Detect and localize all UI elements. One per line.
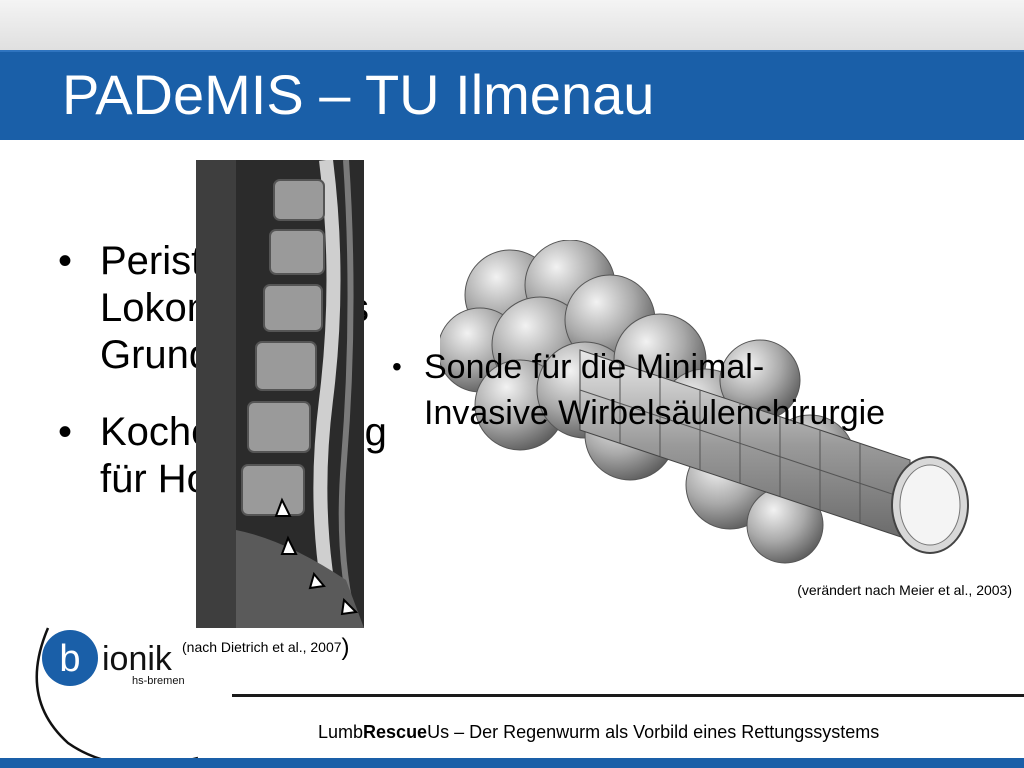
right-bullet: • Sonde für die Minimal- Invasive Wirbel… xyxy=(392,344,885,436)
top-gradient-band xyxy=(0,0,1024,50)
bullet-line: Invasive Wirbelsäulenchirurgie xyxy=(424,394,886,432)
caption-mri-paren: ) xyxy=(341,634,350,661)
title-bar xyxy=(0,50,1024,140)
bullet-marker: • xyxy=(392,351,402,382)
footer-text: LumbRescueUs – Der Regenwurm als Vorbild… xyxy=(318,722,879,743)
footer-part1: Lumb xyxy=(318,722,364,742)
caption-mri-text: (nach Dietrich et al., 2007 xyxy=(182,639,342,655)
probe-model-image xyxy=(440,240,969,564)
bottom-band xyxy=(0,758,1024,768)
logo-ionik: ionik xyxy=(102,640,173,678)
bullet-line: Sonde für die Minimal- xyxy=(424,348,765,386)
bullet-marker: • xyxy=(58,410,73,454)
bullet-marker: • xyxy=(58,239,73,283)
caption-probe-source: (verändert nach Meier et al., 2003) xyxy=(797,582,1012,598)
slide-title: PADeMIS – TU Ilmenau xyxy=(62,63,655,126)
footer-part2: Rescue xyxy=(363,722,428,742)
footer-divider xyxy=(232,694,1024,697)
caption-mri-source: (nach Dietrich et al., 2007) xyxy=(182,634,350,662)
footer-part3: Us – Der Regenwurm als Vorbild eines Ret… xyxy=(427,722,880,742)
logo-b: b xyxy=(59,638,80,680)
bionik-logo: b ionik hs-bremen xyxy=(35,627,199,767)
mri-spine-image xyxy=(196,160,364,628)
logo-sub: hs-bremen xyxy=(132,675,185,687)
